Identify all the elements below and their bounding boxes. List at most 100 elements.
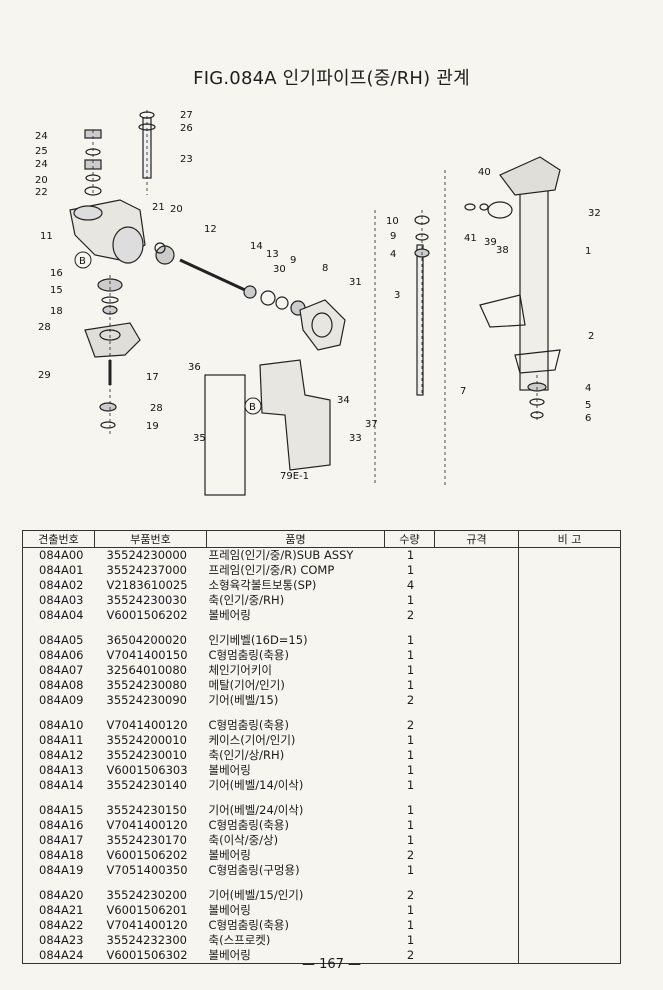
spec-cell [434,693,519,708]
part-name-cell: C형멈춤링(축용) [208,818,289,832]
callout-39: 39 [484,237,497,248]
callout-35: 35 [193,433,206,444]
part-number-cell: 36504200020 [106,633,187,647]
qty-cell: 1 [406,778,415,792]
part-number-cell: V6001506302 [106,948,188,962]
spec-cell [434,748,519,763]
qty-cell: 1 [406,663,415,677]
callout-26: 26 [180,123,193,134]
spec-cell [434,918,519,933]
qty-cell: 1 [406,803,415,817]
part-name-cell: 축(스프로켓) [208,933,271,947]
qty-cell: 1 [406,593,415,607]
spec-cell [434,903,519,918]
part-name-cell: 볼베어링 [208,903,251,917]
remarks-cell [519,708,621,733]
part-name-cell: 볼베어링 [208,763,251,777]
ref-cell: 084A00 [39,548,84,562]
col-header-ref: 견출번호 [22,530,95,548]
spec-cell [434,763,519,778]
callout-34: 34 [337,395,350,406]
part-name-cell: 메탈(기어/인기) [208,678,285,692]
qty-cell: 1 [406,633,415,647]
part-name-cell: 축(이삭/중/상) [208,833,279,847]
callout-6: 6 [585,413,591,424]
part-name-cell: 축(인기/중/RH) [208,593,285,607]
spec-cell [434,623,519,648]
qty-cell: 2 [406,848,415,862]
spec-cell [434,663,519,678]
callout-20a: 20 [35,175,48,186]
ref-cell: 084A08 [39,678,84,692]
part-number-cell: 35524230000 [106,548,187,562]
part-name-cell: 케이스(기어/인기) [208,733,296,747]
callout-28b: 28 [150,403,163,414]
callout-11: 11 [40,231,53,242]
part-number-cell: V7041400150 [106,648,188,662]
qty-cell: 1 [406,903,415,917]
remarks-cell [519,848,621,863]
callout-28a: 28 [38,322,51,333]
callout-36: 36 [188,362,201,373]
qty-cell: 1 [406,678,415,692]
part-number-cell: 35524232300 [106,933,187,947]
spec-cell [434,547,519,563]
col-header-qty: 수량 [384,530,435,548]
callout-31: 31 [349,277,362,288]
callout-25: 25 [35,146,48,157]
ref-cell: 084A22 [39,918,84,932]
spec-cell [434,578,519,593]
callout-4b: 4 [585,383,591,394]
qty-cell: 1 [406,918,415,932]
part-name-cell: 기어(베벨/15/인기) [208,888,304,902]
ref-cell: 084A20 [39,888,84,902]
spec-cell [434,778,519,793]
part-number-cell: 35524230010 [106,748,187,762]
spec-cell [434,648,519,663]
part-name-cell: 볼베어링 [208,848,251,862]
part-number-cell: 35524230170 [106,833,187,847]
callout-79e-1: 79E-1 [280,471,309,482]
part-name-cell: C형멈춤링(축용) [208,648,289,662]
part-name-cell: C형멈춤링(구멍용) [208,863,300,877]
callout-29: 29 [38,370,51,381]
remarks-cell [519,933,621,948]
qty-cell: 1 [406,833,415,847]
ref-cell: 084A23 [39,933,84,947]
callout-22: 22 [35,187,48,198]
ref-cell: 084A02 [39,578,84,592]
qty-cell: 1 [406,748,415,762]
callout-33: 33 [349,433,362,444]
ref-cell: 084A18 [39,848,84,862]
ref-cell: 084A11 [39,733,84,747]
ref-cell: 084A24 [39,948,84,962]
spec-cell [434,833,519,848]
col-header-part-number: 부품번호 [94,530,207,548]
remarks-cell [519,578,621,593]
ref-cell: 084A01 [39,563,84,577]
ref-cell: 084A06 [39,648,84,662]
spec-cell [434,608,519,623]
callout-13: 13 [266,249,279,260]
ref-cell: 084A10 [39,718,84,732]
spec-cell [434,933,519,948]
callout-2: 2 [588,331,594,342]
part-name-cell: 기어(베벨/24/이삭) [208,803,304,817]
callout-14: 14 [250,241,263,252]
ref-cell: 084A09 [39,693,84,707]
ref-cell: 084A21 [39,903,84,917]
ref-cell: 084A16 [39,818,84,832]
part-number-cell: 35524237000 [106,563,187,577]
part-number-cell: 35524230140 [106,778,187,792]
